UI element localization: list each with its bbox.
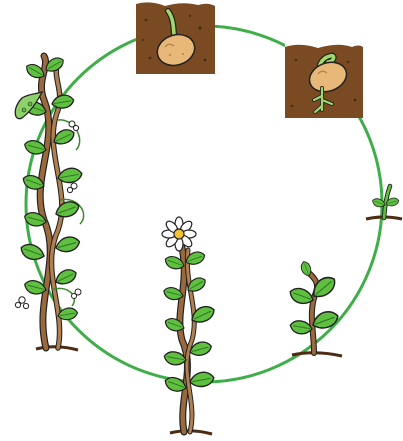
flower-icon bbox=[162, 217, 196, 251]
flowering-plant-icon bbox=[162, 217, 217, 434]
sprout-icon bbox=[366, 186, 402, 219]
young-plant-icon bbox=[288, 260, 342, 356]
germinating-seed-icon bbox=[285, 43, 363, 118]
bean-seed-in-soil-icon bbox=[136, 0, 215, 74]
